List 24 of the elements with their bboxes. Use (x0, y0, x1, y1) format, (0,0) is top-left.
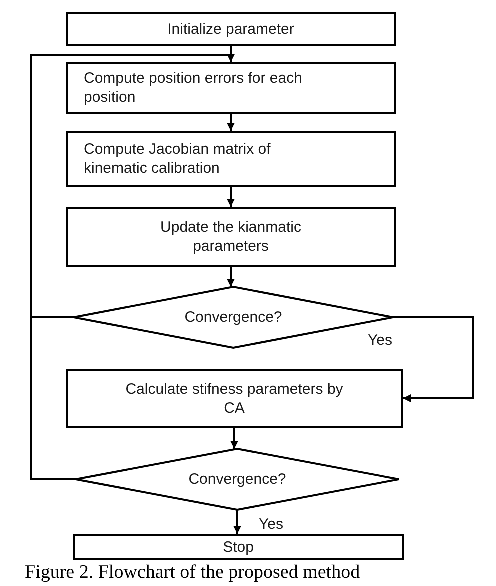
process-box (66, 12, 396, 46)
process-box (66, 131, 396, 187)
decision-diamond (74, 287, 393, 348)
process-box (66, 207, 396, 267)
arrow (234, 510, 242, 534)
process-box (66, 62, 396, 114)
arrow (393, 316, 474, 402)
decision-text: Convergence? (184, 308, 284, 327)
arrow (227, 114, 235, 131)
step-text: Update the kianmatic parameters (160, 218, 302, 256)
decision-text: Convergence? (188, 470, 288, 489)
process-box (66, 369, 403, 428)
arrow (227, 187, 235, 207)
decision-diamond (76, 449, 399, 510)
step-text: Initialize parameter (166, 20, 296, 38)
arrow (30, 54, 235, 480)
figure-caption: Figure 2. Flowchart of the proposed method (25, 562, 360, 584)
step-text: Stop (222, 538, 255, 556)
step-text: Compute position errors for each position (84, 69, 304, 107)
arrow (227, 267, 235, 287)
step-text: Calculate stifness parameters by CA (124, 380, 344, 418)
arrow (230, 428, 238, 449)
step-text: Compute Jacobian matrix of kinematic calibration (84, 140, 272, 178)
process-box (73, 534, 404, 560)
